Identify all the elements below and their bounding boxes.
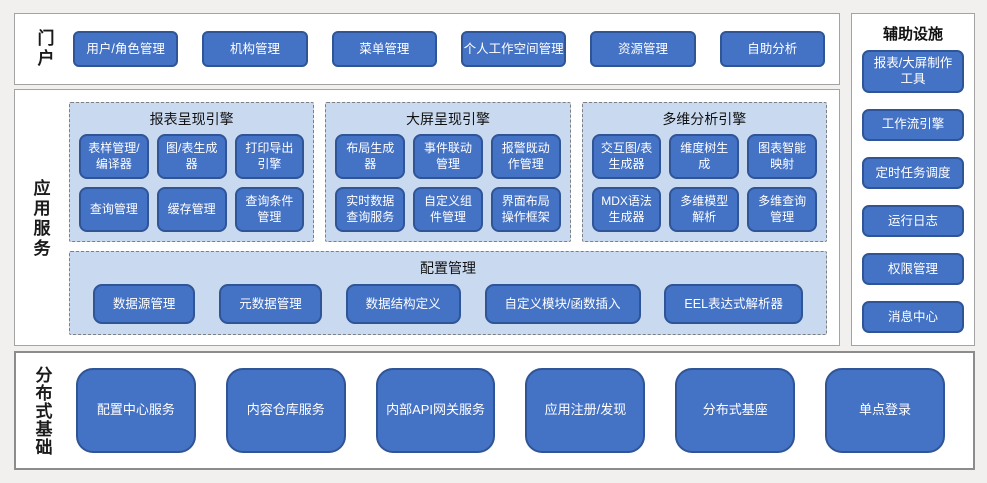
application-services-section: 应用服务 报表呈现引擎 表样管理/编译器图/表生成器打印导出引擎查询管理缓存管理… xyxy=(14,89,840,346)
auxiliary-item: 报表/大屏制作工具 xyxy=(862,50,964,93)
portal-item: 机构管理 xyxy=(202,31,308,67)
foundation-item: 分布式基座 xyxy=(675,368,796,453)
engine-item: MDX语法生成器 xyxy=(591,187,662,232)
panel-title: 多维分析引擎 xyxy=(662,111,747,127)
engine-item: 打印导出引擎 xyxy=(234,134,305,179)
engine-item: 报警既动作管理 xyxy=(490,134,561,179)
engine-item: 交互图/表生成器 xyxy=(591,134,662,179)
engine-item: 实时数据查询服务 xyxy=(335,187,406,232)
panel-title: 配置管理 xyxy=(420,260,476,276)
engine-item: 多维查询管理 xyxy=(747,187,817,232)
engine-item: 查询管理 xyxy=(79,187,149,232)
foundation-item: 内部API网关服务 xyxy=(375,368,496,453)
engine-grid: 布局生成器事件联动管理报警既动作管理实时数据查询服务自定义组件管理界面布局操作框… xyxy=(335,134,561,232)
portal-item: 资源管理 xyxy=(590,31,696,67)
config-item: 元数据管理 xyxy=(219,284,322,324)
config-item-row: 数据源管理元数据管理数据结构定义自定义模块/函数插入 EEL表达式解析器 xyxy=(79,283,817,325)
auxiliary-item: 定时任务调度 xyxy=(862,156,964,189)
auxiliary-facilities-section: 辅助设施 报表/大屏制作工具工作流引擎定时任务调度运行日志权限管理消息中心 xyxy=(851,13,975,346)
engine-item: 图/表生成器 xyxy=(156,134,227,179)
engine-item: 查询条件管理 xyxy=(234,187,305,232)
auxiliary-facilities-title: 辅助设施 xyxy=(882,26,943,43)
bigscreen-render-engine-panel: 大屏呈现引擎 布局生成器事件联动管理报警既动作管理实时数据查询服务自定义组件管理… xyxy=(325,102,571,242)
config-item: 数据结构定义 xyxy=(345,284,461,324)
portal-item: 用户/角色管理 xyxy=(73,31,179,67)
engine-grid: 交互图/表生成器维度树生成图表智能映射 MDX语法生成器多维模型解析多维查询管理 xyxy=(591,134,817,232)
engine-item: 自定义组件管理 xyxy=(413,187,483,232)
distributed-foundation-label: 分布式基础 xyxy=(32,365,52,456)
report-render-engine-panel: 报表呈现引擎 表样管理/编译器图/表生成器打印导出引擎查询管理缓存管理查询条件管… xyxy=(69,102,315,242)
distributed-foundation-section: 分布式基础 配置中心服务内容仓库服务内部API网关服务应用注册/发现分布式基座单… xyxy=(14,351,975,470)
engine-item: 多维模型解析 xyxy=(669,187,740,232)
portal-item: 菜单管理 xyxy=(331,31,437,67)
auxiliary-item: 工作流引擎 xyxy=(862,108,964,141)
foundation-item: 应用注册/发现 xyxy=(525,368,646,453)
engine-item: 界面布局操作框架 xyxy=(490,187,561,232)
engine-item: 布局生成器 xyxy=(335,134,406,179)
portal-item-row: 用户/角色管理机构管理菜单管理个人工作空间管理资源管理自助分析 xyxy=(73,31,825,67)
multidim-analysis-engine-panel: 多维分析引擎 交互图/表生成器维度树生成图表智能映射 MDX语法生成器多维模型解析… xyxy=(581,102,827,242)
portal-item: 自助分析 xyxy=(719,31,825,67)
auxiliary-item: 权限管理 xyxy=(862,252,964,285)
foundation-item-row: 配置中心服务内容仓库服务内部API网关服务应用注册/发现分布式基座单点登录 xyxy=(76,368,945,453)
auxiliary-item: 消息中心 xyxy=(862,300,964,333)
config-item: 自定义模块/函数插入 xyxy=(484,284,641,324)
portal-label: 门户 xyxy=(34,29,54,69)
portal-item: 个人工作空间管理 xyxy=(460,31,567,67)
portal-section: 门户 用户/角色管理机构管理菜单管理个人工作空间管理资源管理自助分析 xyxy=(14,13,840,85)
panel-title: 报表呈现引擎 xyxy=(149,111,234,127)
engine-item: 表样管理/编译器 xyxy=(79,134,149,179)
foundation-item: 内容仓库服务 xyxy=(225,368,346,453)
engine-item: 维度树生成 xyxy=(669,134,740,179)
config-item: 数据源管理 xyxy=(92,284,196,324)
foundation-item: 单点登录 xyxy=(825,368,945,453)
auxiliary-item-column: 报表/大屏制作工具工作流引擎定时任务调度运行日志权限管理消息中心 xyxy=(862,50,964,333)
panel-title: 大屏呈现引擎 xyxy=(405,111,490,127)
application-services-content: 报表呈现引擎 表样管理/编译器图/表生成器打印导出引擎查询管理缓存管理查询条件管… xyxy=(69,102,827,335)
engine-row: 报表呈现引擎 表样管理/编译器图/表生成器打印导出引擎查询管理缓存管理查询条件管… xyxy=(69,102,827,242)
engine-item: 缓存管理 xyxy=(156,187,227,232)
engine-item: 事件联动管理 xyxy=(413,134,483,179)
config-item: EEL表达式解析器 xyxy=(664,284,804,324)
config-management-panel: 配置管理 数据源管理元数据管理数据结构定义自定义模块/函数插入 EEL表达式解析器 xyxy=(69,251,827,335)
engine-item: 图表智能映射 xyxy=(747,134,817,179)
application-services-label: 应用服务 xyxy=(30,178,50,259)
engine-grid: 表样管理/编译器图/表生成器打印导出引擎查询管理缓存管理查询条件管理 xyxy=(79,134,305,232)
auxiliary-item: 运行日志 xyxy=(862,204,964,237)
foundation-item: 配置中心服务 xyxy=(76,368,196,453)
